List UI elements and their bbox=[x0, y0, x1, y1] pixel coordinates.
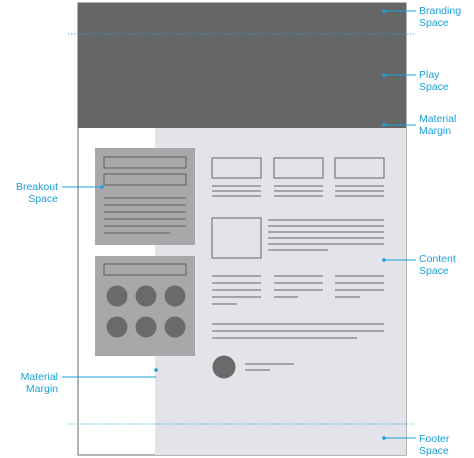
label-material-margin-left: Material Margin bbox=[20, 371, 58, 395]
content-avatar-row bbox=[212, 355, 294, 379]
label-play-space: Play Space bbox=[419, 69, 449, 93]
label-breakout-space: Breakout Space bbox=[15, 181, 58, 205]
right-callouts bbox=[382, 9, 416, 440]
content-media-block bbox=[211, 217, 384, 259]
avatar-icon bbox=[212, 355, 236, 379]
content-text-columns bbox=[212, 275, 384, 305]
label-content-space: Content Space bbox=[419, 253, 456, 277]
content-columns bbox=[211, 157, 385, 197]
left-callouts bbox=[62, 185, 158, 378]
content-paragraph bbox=[212, 323, 384, 339]
branding-play-area bbox=[78, 3, 406, 128]
content-area bbox=[155, 128, 406, 455]
breakout-card-form bbox=[95, 148, 195, 245]
label-footer-space: Footer Space bbox=[419, 433, 450, 457]
label-material-margin-right: Material Margin bbox=[419, 113, 457, 137]
label-branding-space: Branding Space bbox=[419, 5, 462, 29]
breakout-card-grid bbox=[95, 256, 195, 356]
